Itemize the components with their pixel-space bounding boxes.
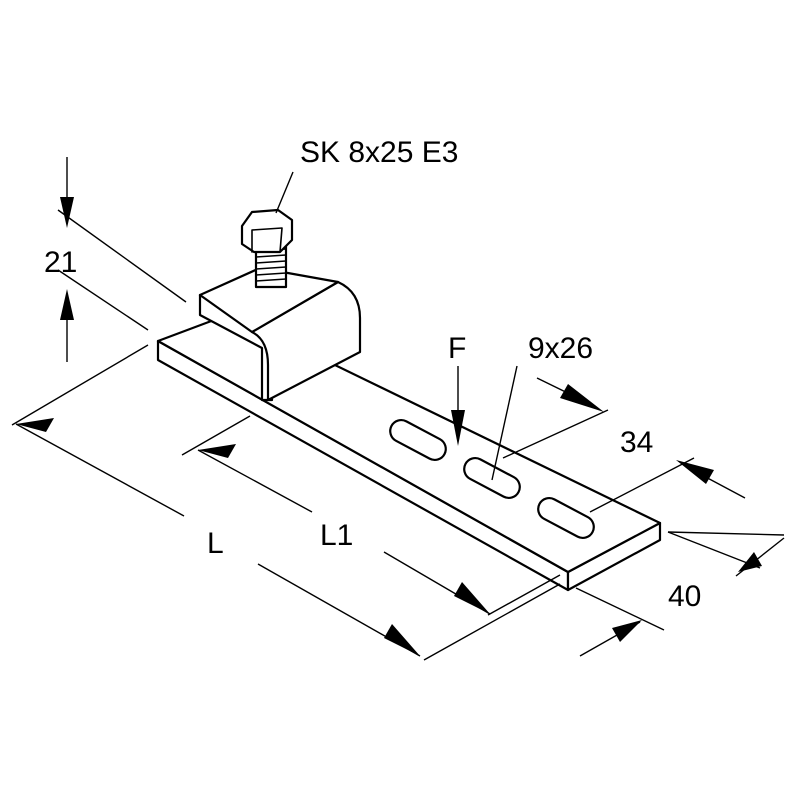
dim-21-ext-lower xyxy=(57,269,149,331)
dim-l1-arrow-left xyxy=(198,444,236,458)
dim-l1-line-left xyxy=(197,449,313,513)
dim-l1 xyxy=(181,415,561,616)
dim-40-arrow-upper xyxy=(738,552,762,572)
screw-label: SK 8x25 E3 xyxy=(300,136,458,169)
dim-l-arrow-left xyxy=(16,418,54,432)
clamp xyxy=(198,266,362,402)
clamp-front-face xyxy=(250,280,362,402)
dim-l1-ext-left xyxy=(181,415,251,456)
dim-21-arrow-down xyxy=(60,197,74,228)
dim-34-arrow-lower xyxy=(676,460,714,484)
dim-40 xyxy=(575,531,785,657)
dim-l1-arrow-right xyxy=(454,582,490,614)
length-inner-label: L1 xyxy=(320,519,353,552)
bolt-head-edges xyxy=(251,227,283,253)
dim-34-ext-upper xyxy=(502,409,609,459)
force-arrow xyxy=(451,366,465,446)
dim-34 xyxy=(502,377,746,513)
slot-label: 9x26 xyxy=(528,332,593,365)
dim-40-ext-upper xyxy=(667,531,785,536)
slot-leader-line xyxy=(491,365,518,481)
width-label: 40 xyxy=(668,580,701,613)
force-arrow-head xyxy=(451,410,465,446)
slot-3 xyxy=(537,496,595,540)
screw-leader-line xyxy=(275,171,294,214)
dim-40-ext-lower xyxy=(575,587,665,631)
clamp-top-face xyxy=(198,266,340,334)
slot-1 xyxy=(389,418,447,462)
dim-40-ext-upper-b xyxy=(667,531,761,569)
dim-l-arrow-right xyxy=(384,624,420,656)
dim-l xyxy=(11,344,561,661)
dim-21 xyxy=(57,157,187,362)
bolt-head xyxy=(240,208,294,254)
dim-34-arrow-upper xyxy=(560,384,604,412)
force-label: F xyxy=(448,332,466,365)
dim-l1-ext-right xyxy=(487,574,561,616)
dim-l-ext-right xyxy=(423,583,561,661)
dim-34-ext-lower xyxy=(589,457,695,513)
slot-pitch-label: 34 xyxy=(620,426,653,459)
dim-l-line-left xyxy=(15,423,185,517)
bolt xyxy=(240,208,294,289)
length-label: L xyxy=(207,527,224,560)
dim-l-ext-left xyxy=(11,344,149,426)
height-label: 21 xyxy=(44,246,77,279)
dim-21-arrow-up xyxy=(60,289,74,320)
dim-40-arrow-lower xyxy=(612,620,642,642)
dim-21-ext-upper xyxy=(57,209,187,303)
